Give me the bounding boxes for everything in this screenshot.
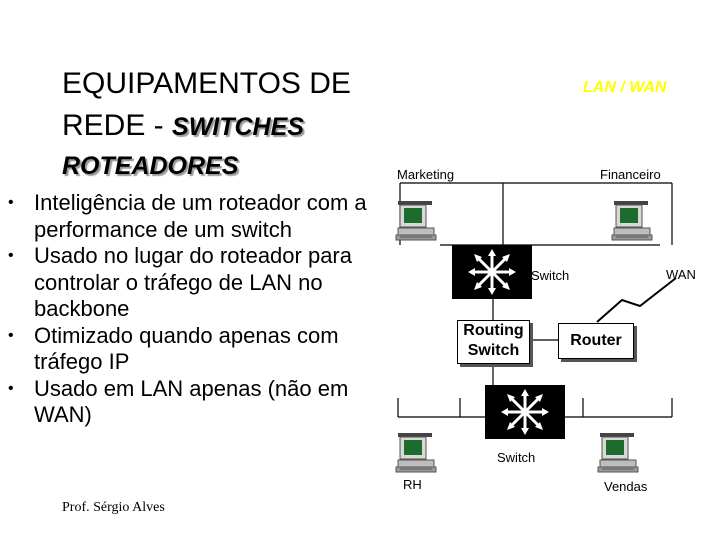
label-switch-top: Switch bbox=[531, 268, 570, 283]
bullet-icon: • bbox=[8, 247, 14, 264]
bullet-text: Otimizado quando apenas com tráfego IP bbox=[34, 322, 339, 375]
switch-top-icon bbox=[450, 243, 534, 301]
slide-title-line3: ROTEADORES bbox=[62, 152, 239, 180]
routing-switch-box: Routing Switch bbox=[457, 320, 530, 364]
bullet-text: Inteligência de um roteador com a perfor… bbox=[34, 190, 367, 242]
author-footer: Prof. Sérgio Alves bbox=[62, 500, 165, 515]
label-rh: RH bbox=[403, 477, 422, 492]
label-financeiro: Financeiro bbox=[600, 167, 661, 182]
slide-title-line1: EQUIPAMENTOS DE bbox=[62, 67, 351, 100]
title-prefix: REDE - bbox=[62, 109, 173, 142]
bullet-item: • Inteligência de um roteador com a perfo… bbox=[8, 190, 378, 243]
title-switches: SWITCHES bbox=[172, 113, 304, 141]
label-wan: WAN bbox=[666, 267, 696, 282]
bullet-icon: • bbox=[8, 326, 14, 344]
pc-vendas-icon bbox=[597, 432, 639, 473]
top-lan-lines bbox=[399, 182, 673, 320]
pc-rh-icon bbox=[395, 432, 437, 473]
lan-wan-caption: LAN / WAN bbox=[583, 79, 667, 96]
label-switch-bottom: Switch bbox=[497, 450, 536, 465]
label-marketing: Marketing bbox=[397, 167, 455, 182]
router-box: Router bbox=[558, 323, 634, 359]
wan-link-icon bbox=[596, 277, 677, 323]
slide-title-line2: REDE - SWITCHES bbox=[62, 108, 304, 145]
bullet-text: Usado em LAN apenas (não em WAN) bbox=[34, 375, 349, 428]
bullet-list: • Inteligência de um roteador com a perfo… bbox=[8, 190, 378, 429]
bullet-item: • Otimizado quando apenas com tráfego IP bbox=[8, 323, 378, 376]
bullet-icon: • bbox=[8, 379, 14, 397]
bullet-item: • Usado em LAN apenas (não em WAN) bbox=[8, 376, 378, 429]
label-vendas: Vendas bbox=[604, 479, 648, 494]
bullet-icon: • bbox=[8, 194, 14, 211]
bullet-text: Usado no lugar do roteador para controla… bbox=[34, 243, 352, 321]
bullet-item: • Usado no lugar do roteador para control… bbox=[8, 243, 378, 323]
switch-bottom-icon bbox=[483, 383, 567, 441]
routing-switch-line2: Switch bbox=[467, 342, 520, 359]
pc-financeiro-icon bbox=[611, 200, 653, 241]
routing-switch-line1: Routing bbox=[463, 322, 524, 339]
pc-marketing-icon bbox=[395, 200, 437, 241]
